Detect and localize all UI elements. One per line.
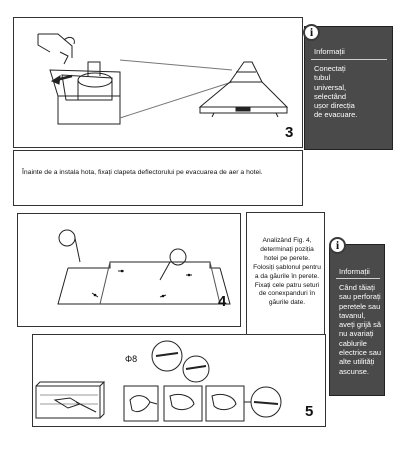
info-header: Informații: [314, 47, 345, 56]
analysis-text: Analizând Fig. 4, determinați poziția ho…: [253, 237, 321, 307]
info-icon: i: [329, 237, 346, 254]
info-box-bottom: Informații Când tăiați sau perforați per…: [329, 244, 385, 396]
instruction-panel: Înainte de a instala hota, fixați clapet…: [13, 150, 303, 206]
drill-size-label: Φ8: [125, 354, 138, 364]
figure-4-panel: [17, 213, 241, 327]
info-icon: i: [303, 24, 320, 41]
info-body: Când tăiați sau perforați peretele sau t…: [339, 283, 382, 376]
info-divider: [336, 278, 380, 279]
info-box-top: Informații Conectați tubul universal, se…: [304, 26, 393, 150]
figure-number-4: 4: [218, 293, 227, 310]
analysis-text-panel: Analizând Fig. 4, determinați poziția ho…: [246, 212, 325, 358]
info-header: Informații: [339, 267, 370, 276]
info-divider: [311, 59, 387, 60]
instruction-text: Înainte de a instala hota, fixați clapet…: [22, 169, 263, 176]
info-body: Conectați tubul universal, selectând ușo…: [314, 64, 358, 120]
figure-number-3: 3: [285, 124, 294, 141]
figure-number-5: 5: [305, 403, 314, 420]
